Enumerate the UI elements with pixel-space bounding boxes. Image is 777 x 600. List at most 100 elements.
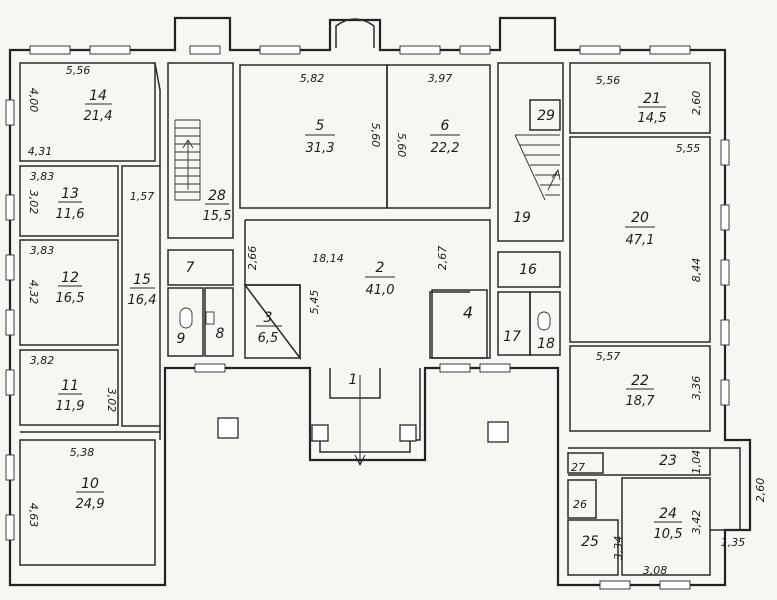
room-number: 11 [61,378,79,394]
toilet-icon [179,307,193,329]
room-number: 21 [643,91,661,107]
room-number: 24 [659,506,677,522]
room-area: 16,4 [128,293,157,308]
stair-steps [174,119,201,201]
room-24-outline [621,477,711,576]
dimension: 5,60 [395,133,408,158]
room-area: 15,5 [203,209,232,224]
room-number: 6 [441,118,450,134]
room-19-number: 19 [513,210,531,226]
dimension: 3,02 [105,388,118,413]
room-number: 2 [376,260,385,276]
room-area: 16,5 [56,291,85,306]
room-area: 22,2 [431,141,460,156]
dimension: 5,60 [369,123,382,148]
room-4-number: 4 [463,303,473,322]
outer-wall [8,16,752,587]
dimension: 4,63 [27,503,40,528]
room-number: 10 [81,476,99,492]
room-20-label: 20 47,1 [625,210,655,248]
room-12-outline [19,239,119,346]
window [5,194,15,221]
room-26-outline [567,479,597,519]
dimension: 18,14 [312,252,344,265]
room-13-outline [19,165,119,237]
room-area: 6,5 [258,331,279,346]
room-9-outline [167,287,204,357]
column [399,424,417,442]
dimension-labels: 5,56 4,00 4,31 3,83 3,02 1,57 3,83 4,32 … [27,64,767,577]
sink-icon [205,311,215,325]
room-18-number: 18 [537,336,555,352]
dimension: 1,04 [690,450,703,475]
dimension: 5,57 [596,350,621,363]
window [89,45,131,55]
window [659,580,691,590]
room-18-outline [529,291,561,356]
room-2-label: 2 41,0 [365,260,395,298]
dimension: 5,56 [66,64,91,77]
room-16-outline [497,251,561,288]
window [5,514,15,541]
room-labels: 14 21,4 13 11,6 12 16,5 11 11,9 10 24,9 … [56,88,683,550]
room-area: 11,9 [56,399,85,414]
dimension: 3,36 [690,376,703,401]
room-area: 10,5 [654,527,683,542]
dimension: 3,83 [30,244,55,257]
room-area: 14,5 [638,111,667,126]
window [5,99,15,126]
right-core [497,62,564,356]
room-24-label: 24 10,5 [654,506,683,542]
window [439,363,471,373]
stair-arrow [182,139,194,190]
room-5-outline [239,64,388,209]
room-7-number: 7 [186,260,195,276]
room-29-outline [529,99,561,131]
room-6-label: 6 22,2 [430,118,460,156]
room-17-outline [497,291,531,356]
toilet-icon [537,311,551,331]
vestibule-1 [329,368,381,399]
room-number: 20 [631,210,649,226]
window [259,45,301,55]
window [720,139,730,166]
room-22-outline [569,345,711,432]
window [579,45,621,55]
dimension: 3,02 [27,190,40,215]
dimension: 2,66 [246,246,259,271]
center-walls [217,64,509,467]
stair-arrow [547,168,561,191]
room-19-outline [497,62,564,242]
corridor-wall [20,62,161,440]
room-number: 3 [264,310,273,326]
dimension: 5,45 [308,290,321,315]
room-5-label: 5 31,3 [305,118,335,156]
dimension: 2,60 [690,91,703,116]
room-25-number: 25 [581,534,599,550]
room-23-outline [568,447,711,476]
room-11-outline [19,349,119,426]
room-17-number: 17 [503,329,521,345]
room-number: 28 [208,188,226,204]
room-number: 14 [89,88,107,104]
window [720,259,730,286]
room-27-number: 27 [571,461,585,474]
dimension: 2,67 [436,246,449,271]
window [194,363,226,373]
rooms-7-8-9 [167,249,234,357]
outer-walls [8,16,752,587]
room-26-number: 26 [573,498,587,511]
window [5,454,15,481]
window [399,45,441,55]
room-area: 41,0 [366,283,395,298]
dimension: 3,34 [612,536,625,561]
window [720,379,730,406]
room-14-outline [19,62,156,162]
window [189,45,221,55]
dimension: 3,83 [30,170,55,183]
room-20-outline [569,136,711,343]
dimension: 2,60 [754,478,767,503]
room-28-outline [167,62,234,239]
room-3-label: 3 6,5 [256,310,282,346]
